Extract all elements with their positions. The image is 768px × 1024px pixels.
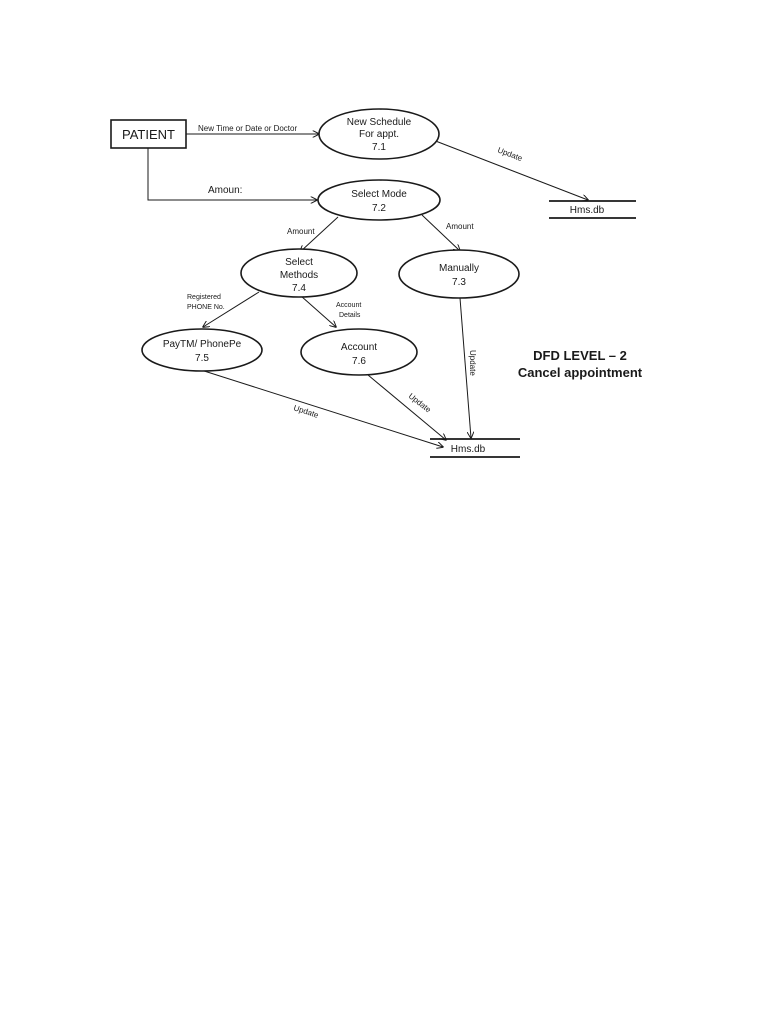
flows xyxy=(147,134,588,447)
flow-7-2-to-7-4 xyxy=(300,216,339,252)
data-store-bottom: Hms.db xyxy=(430,438,520,458)
process-7-1-label-line1: New Schedule xyxy=(347,117,412,128)
flow-7-6-to-store xyxy=(361,369,446,440)
flow-7-2-to-7-3 xyxy=(421,214,460,251)
process-7-6-number: 7.6 xyxy=(352,356,366,367)
process-7-6: Account 7.6 xyxy=(300,328,418,376)
flow-label-7-4-to-7-6-line2: Details xyxy=(339,312,361,319)
data-store-bottom-label: Hms.db xyxy=(451,444,486,455)
flow-label-7-4-to-7-5-line1: Registered xyxy=(187,294,221,301)
flow-label-7-2-to-7-4: Amount xyxy=(287,227,315,236)
patient-entity: PATIENT xyxy=(110,119,187,149)
flow-7-3-to-store xyxy=(459,297,471,438)
flow-label-7-6-to-store: Update xyxy=(407,391,433,414)
flow-label-7-1-to-store: Update xyxy=(496,145,524,163)
flow-label-7-3-to-store: Update xyxy=(468,350,477,376)
process-7-1: New Schedule For appt. 7.1 xyxy=(318,108,440,160)
flow-7-5-to-store xyxy=(200,369,443,447)
process-7-5: PayTM/ PhonePe 7.5 xyxy=(141,328,263,372)
flow-7-1-to-store xyxy=(432,139,588,200)
process-7-2-label: Select Mode xyxy=(351,189,407,200)
flow-label-7-4-to-7-5-line2: PHONE No. xyxy=(187,304,225,311)
process-7-5-number: 7.5 xyxy=(195,353,209,364)
process-7-5-label: PayTM/ PhonePe xyxy=(163,339,242,350)
flow-label-7-2-to-7-3: Amount xyxy=(446,222,474,231)
data-store-top-label: Hms.db xyxy=(570,205,605,216)
process-7-3-label: Manually xyxy=(439,263,479,274)
diagram-subtitle: Cancel appointment xyxy=(518,365,643,380)
flow-label-patient-to-7-1: New Time or Date or Doctor xyxy=(198,124,297,133)
process-7-1-number: 7.1 xyxy=(372,142,386,153)
process-7-4: Select Methods 7.4 xyxy=(240,248,358,298)
process-7-4-label-line2: Methods xyxy=(280,270,318,281)
process-7-6-label: Account xyxy=(341,342,377,353)
process-7-4-number: 7.4 xyxy=(292,283,306,294)
process-7-2-number: 7.2 xyxy=(372,203,386,214)
diagram-title: DFD LEVEL – 2 xyxy=(533,348,627,363)
flow-7-4-to-7-6 xyxy=(300,295,336,327)
process-7-3-number: 7.3 xyxy=(452,277,466,288)
process-7-3: Manually 7.3 xyxy=(398,249,520,299)
data-store-top: Hms.db xyxy=(549,200,636,219)
flow-7-4-to-7-5 xyxy=(203,291,260,327)
flow-label-patient-to-7-2: Amoun: xyxy=(208,185,242,196)
process-7-2: Select Mode 7.2 xyxy=(317,179,441,221)
patient-entity-label: PATIENT xyxy=(122,127,175,142)
flow-label-7-4-to-7-6-line1: Account xyxy=(336,302,361,309)
flow-label-7-5-to-store: Update xyxy=(292,403,320,420)
flow-patient-to-7-2 xyxy=(147,148,317,200)
process-7-1-label-line2: For appt. xyxy=(359,129,399,140)
process-7-4-label-line1: Select xyxy=(285,257,313,268)
